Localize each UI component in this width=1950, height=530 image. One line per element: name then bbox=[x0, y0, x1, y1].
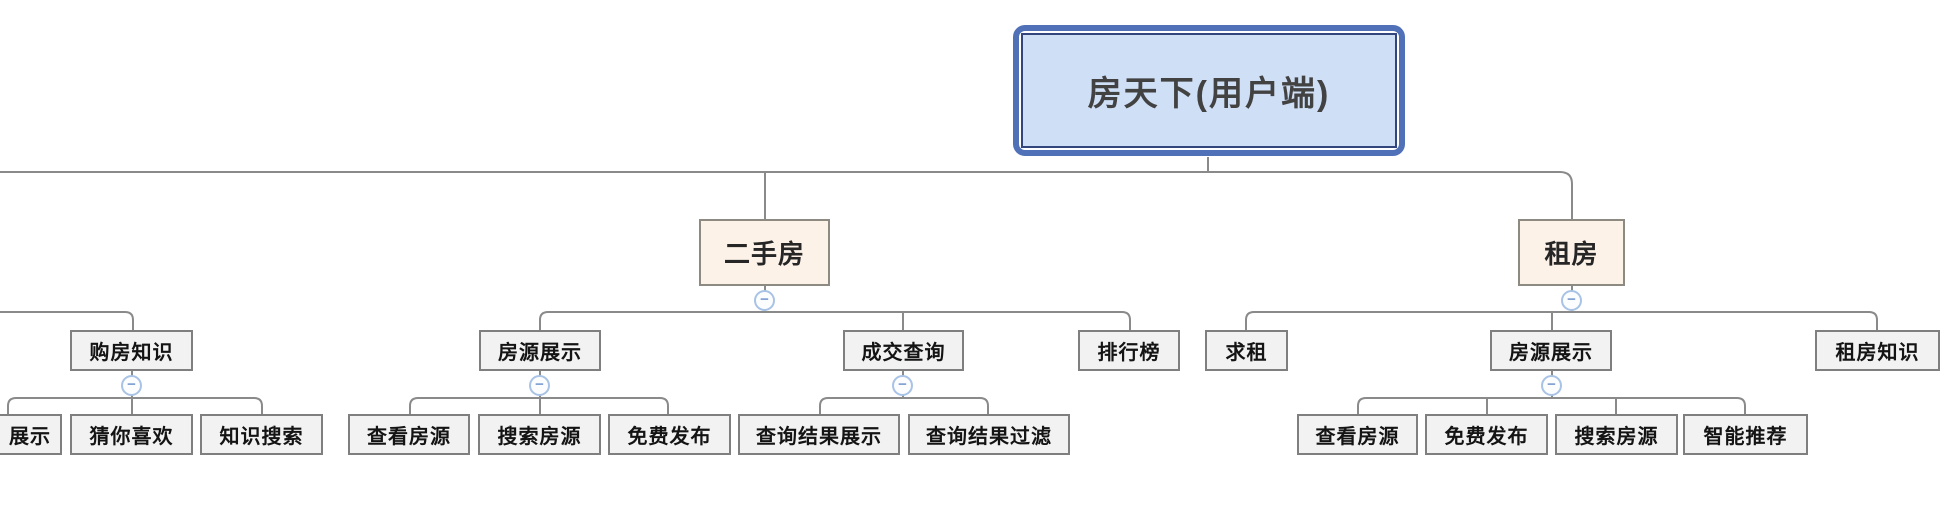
connector-rail-goufangzhishi bbox=[7, 397, 263, 414]
collapse-icon-fangyuan-zhanshi-esf[interactable]: − bbox=[529, 375, 550, 396]
node-fangyuan-zhanshi-esf[interactable]: 房源展示 bbox=[479, 330, 601, 371]
connector-rail-ershoufang bbox=[539, 311, 1131, 330]
node-sousuo-fangyuan-esf[interactable]: 搜索房源 bbox=[478, 414, 601, 455]
node-zhishi-sousuo[interactable]: 知识搜索 bbox=[200, 414, 323, 455]
node-paihangbang[interactable]: 排行榜 bbox=[1078, 330, 1180, 371]
node-ershoufang[interactable]: 二手房 bbox=[699, 219, 830, 286]
node-mianfei-fabu-esf[interactable]: 免费发布 bbox=[608, 414, 731, 455]
collapse-icon-goufang-zhishi[interactable]: − bbox=[121, 375, 142, 396]
node-zhineng-tuijian[interactable]: 智能推荐 bbox=[1683, 414, 1808, 455]
connector-rail-offscreen bbox=[0, 311, 134, 330]
node-zhanshi-clipped[interactable]: 展示 bbox=[0, 414, 62, 455]
collapse-icon-zufang[interactable]: − bbox=[1561, 290, 1582, 311]
connector-level0-rail bbox=[0, 171, 1573, 219]
collapse-icon-fangyuan-zhanshi-zf[interactable]: − bbox=[1541, 375, 1562, 396]
node-chaxun-jieguo-zhanshi[interactable]: 查询结果展示 bbox=[738, 414, 900, 455]
node-sousuo-fangyuan-zf[interactable]: 搜索房源 bbox=[1555, 414, 1678, 455]
collapse-icon-ershoufang[interactable]: − bbox=[754, 290, 775, 311]
node-chakan-fangyuan-zf[interactable]: 查看房源 bbox=[1297, 414, 1418, 455]
minus-glyph: − bbox=[1547, 376, 1556, 393]
minus-glyph: − bbox=[898, 376, 907, 393]
node-zufang[interactable]: 租房 bbox=[1518, 219, 1625, 286]
connector-rail-fangyuanzhanshi-esf bbox=[409, 397, 669, 414]
connector-rail-fangyuanzhanshi-zf bbox=[1357, 397, 1746, 414]
node-goufang-zhishi[interactable]: 购房知识 bbox=[70, 330, 193, 371]
minus-glyph: − bbox=[127, 376, 136, 393]
node-chengjiao-chaxun[interactable]: 成交查询 bbox=[843, 330, 964, 371]
node-chaxun-jieguo-guolv[interactable]: 查询结果过滤 bbox=[908, 414, 1070, 455]
collapse-icon-chengjiao-chaxun[interactable]: − bbox=[892, 375, 913, 396]
node-qiuzu[interactable]: 求租 bbox=[1205, 330, 1288, 371]
connector-rail-chengjiao bbox=[819, 397, 989, 414]
minus-glyph: − bbox=[760, 291, 769, 308]
node-fangyuan-zhanshi-zf[interactable]: 房源展示 bbox=[1490, 330, 1612, 371]
node-chakan-fangyuan-esf[interactable]: 查看房源 bbox=[348, 414, 470, 455]
connector-rail-zufang bbox=[1245, 311, 1878, 330]
minus-glyph: − bbox=[535, 376, 544, 393]
node-cainixihuan[interactable]: 猜你喜欢 bbox=[70, 414, 193, 455]
node-mianfei-fabu-zf[interactable]: 免费发布 bbox=[1425, 414, 1548, 455]
node-root-label: 房天下(用户端) bbox=[1021, 33, 1397, 148]
node-zufang-zhishi[interactable]: 租房知识 bbox=[1815, 330, 1940, 371]
node-root[interactable]: 房天下(用户端) bbox=[1013, 25, 1405, 156]
minus-glyph: − bbox=[1567, 291, 1576, 308]
